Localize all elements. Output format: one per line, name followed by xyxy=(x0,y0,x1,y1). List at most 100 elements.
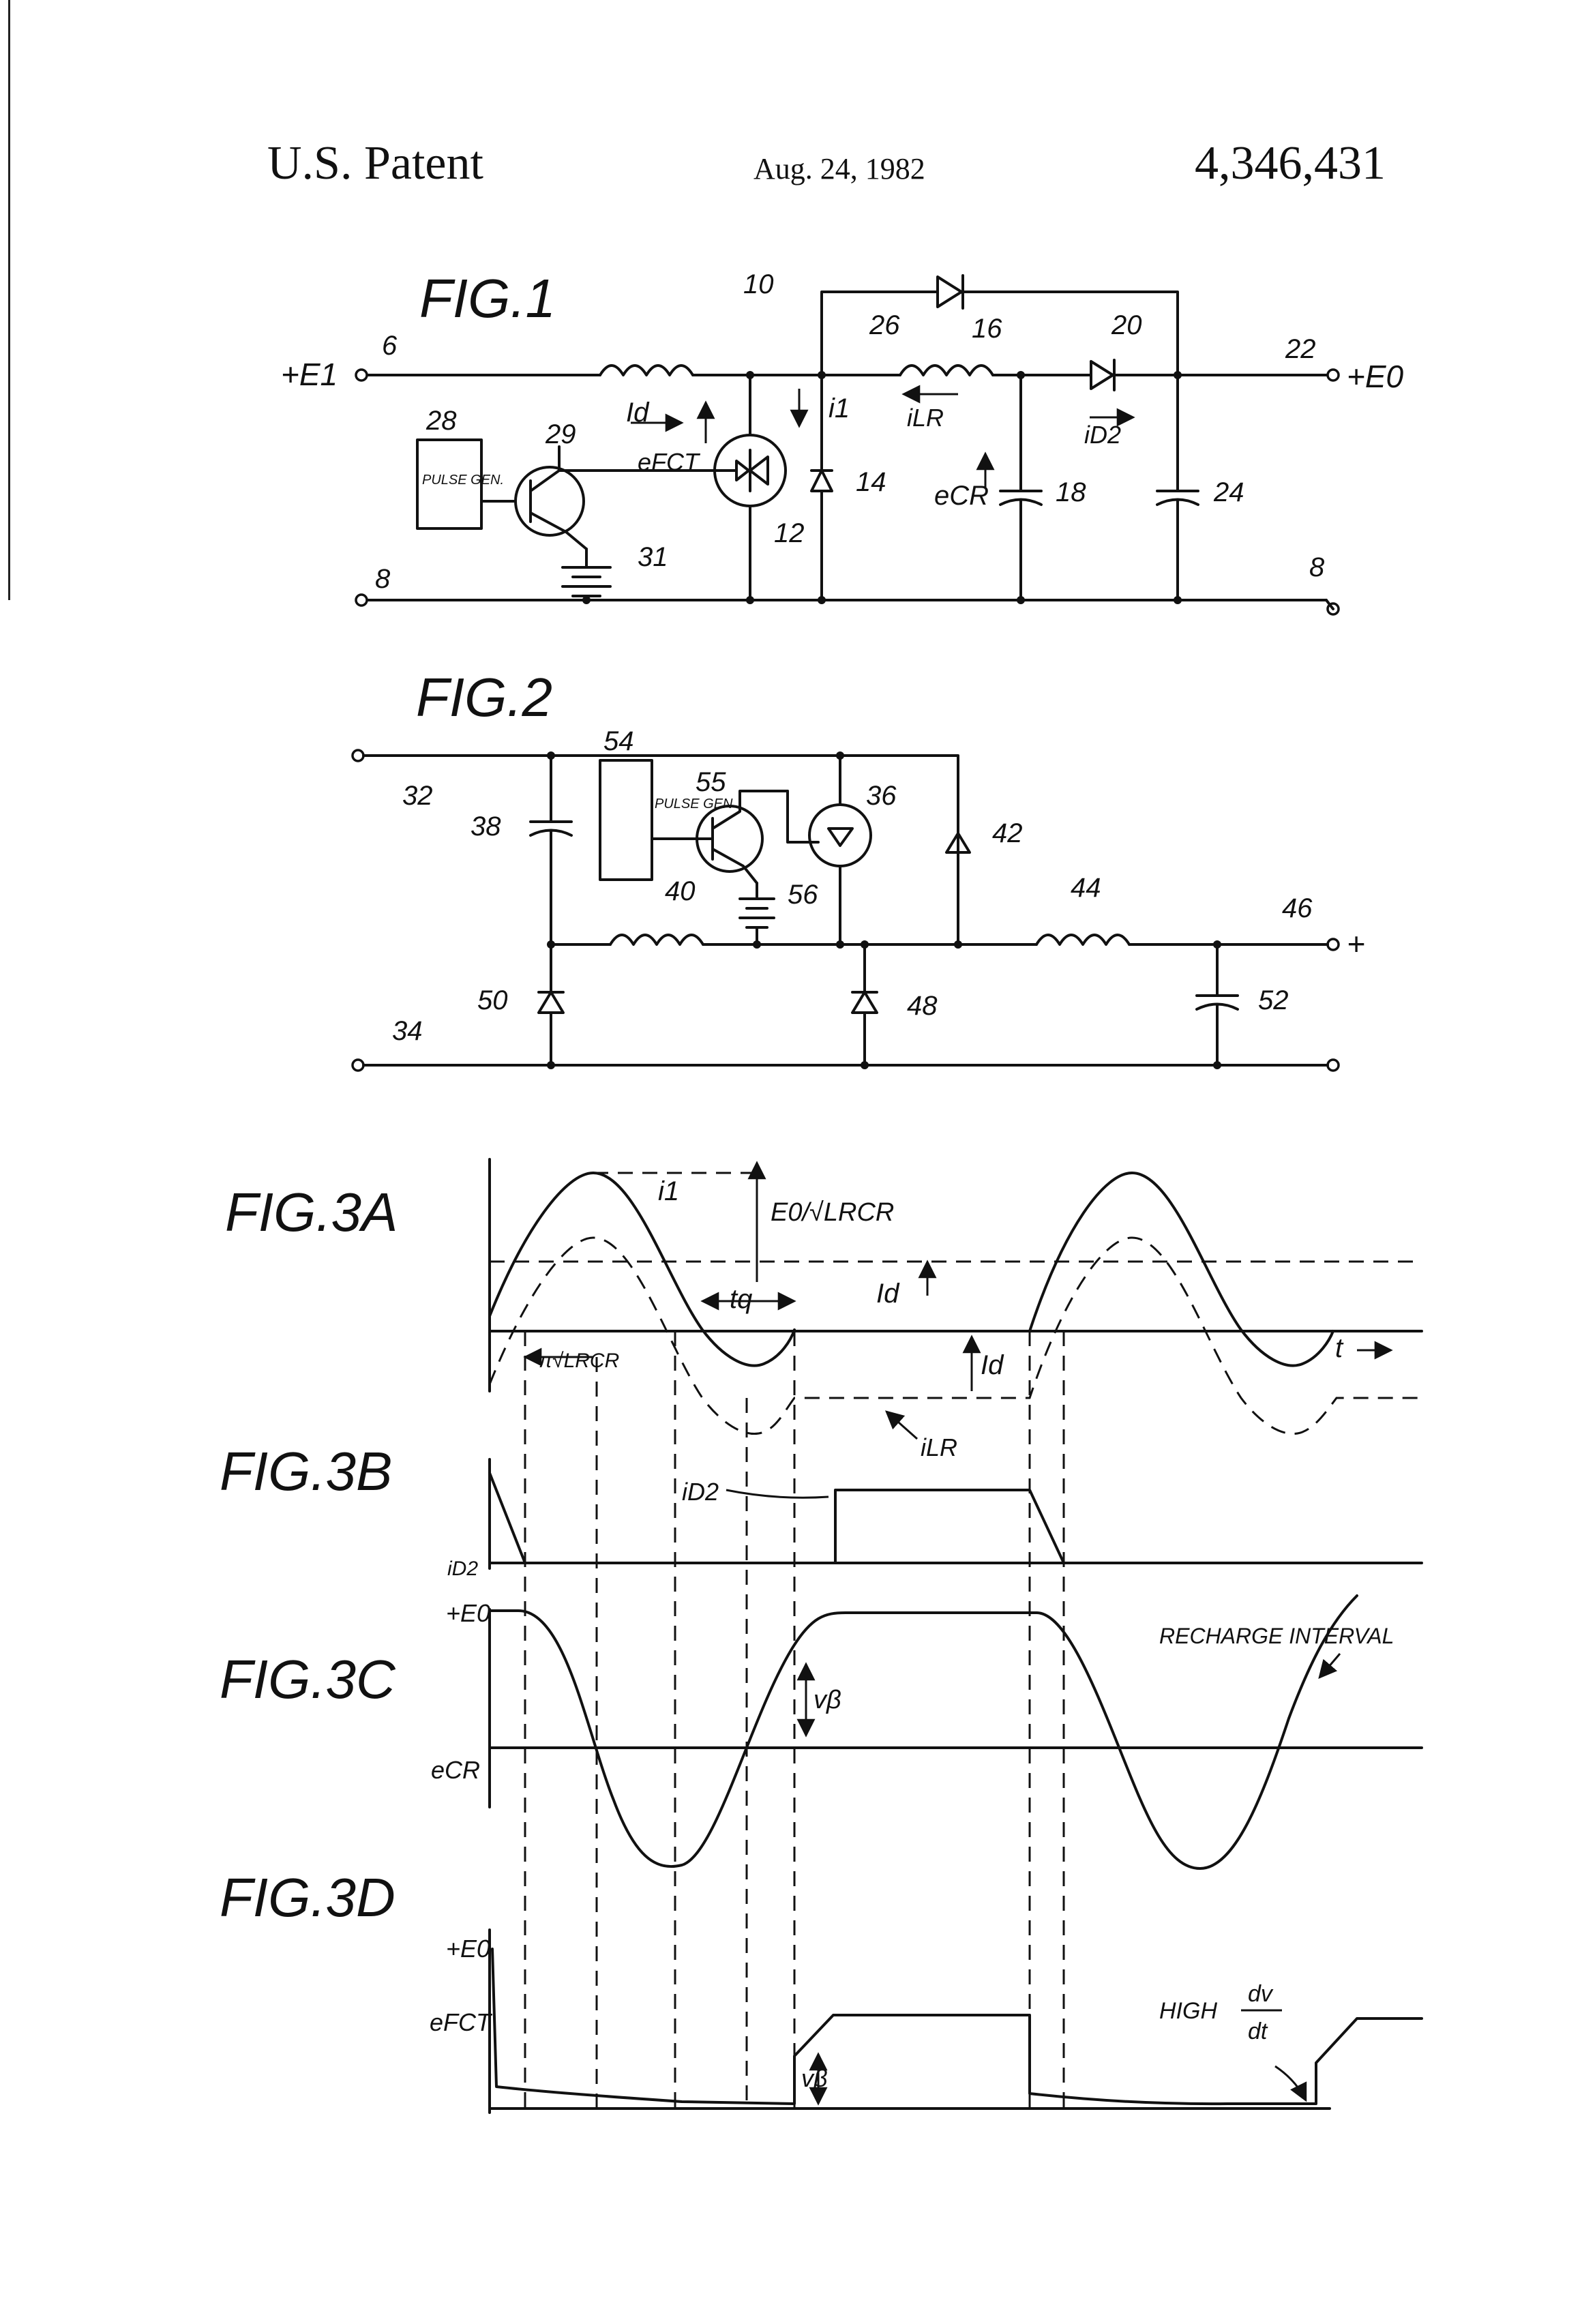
fig3c-title: FIG.3C xyxy=(220,1649,396,1710)
fig3d-dt-label: dt xyxy=(1248,2018,1268,2044)
ref-10: 10 xyxy=(743,269,774,299)
fig3d-efct-label: eFCT xyxy=(430,2008,493,2036)
ref-8b: 8 xyxy=(1309,552,1325,582)
fig3b: FIG.3B iD2 iD2 xyxy=(220,1441,1422,1580)
timing-guides xyxy=(525,1331,1064,2109)
fig3c-recharge-label: RECHARGE INTERVAL xyxy=(1159,1624,1394,1648)
fig3a-iLR-curve xyxy=(490,1238,1422,1434)
terminal-22 xyxy=(1328,370,1339,381)
diode-42 xyxy=(946,833,970,944)
ref-46: 46 xyxy=(1282,893,1313,923)
fig3a-iLR-label: iLR xyxy=(921,1433,957,1461)
ref-14: 14 xyxy=(856,467,886,497)
fig3d-e0-label: +E0 xyxy=(446,1935,490,1963)
fig3d-eFCT-waveform xyxy=(492,1949,1422,2104)
terminal-34 xyxy=(353,1060,363,1071)
fig3d: FIG.3D +E0 eFCT vβ HIGH dv dt xyxy=(220,1867,1422,2113)
fig3d-dv-label: dv xyxy=(1248,1981,1274,2007)
fig3a-Id-label: Id xyxy=(876,1279,900,1309)
inductor-40 xyxy=(610,935,703,944)
fig3a-t-label: t xyxy=(1335,1333,1344,1363)
fig3b-title: FIG.3B xyxy=(220,1441,392,1502)
label-efct: eFCT xyxy=(638,448,701,476)
ref-22: 22 xyxy=(1285,334,1316,364)
inductor-10 xyxy=(600,366,693,375)
fig3a-i1-label: i1 xyxy=(658,1176,679,1206)
fig3b-axis-label: iD2 xyxy=(447,1558,478,1580)
ref-50: 50 xyxy=(477,985,508,1015)
fig3c-vb-label: vβ xyxy=(814,1686,841,1714)
capacitor-52 xyxy=(1197,944,1238,1065)
pulse-gen-2-label: PULSE GEN xyxy=(655,796,733,811)
fig3c-ecr-label: eCR xyxy=(431,1756,480,1784)
terminal-8-left xyxy=(356,595,367,606)
fig3a-i1-curve-1 xyxy=(490,1173,794,1366)
label-Id: Id xyxy=(626,398,650,428)
ref-52: 52 xyxy=(1258,985,1289,1015)
battery-56 xyxy=(740,883,774,944)
fig3a-Id-label-2: Id xyxy=(981,1350,1004,1380)
fig3a: FIG.3A i1 E0/√LRCR tq Id Id t π√LRCR iLR xyxy=(225,1159,1422,1461)
fig3b-iD2-waveform xyxy=(490,1473,1064,1563)
fig3c-e0-label: +E0 xyxy=(446,1599,490,1627)
ref-18: 18 xyxy=(1056,477,1086,507)
ref-44: 44 xyxy=(1071,873,1101,903)
label-ilr: iLR xyxy=(907,404,944,432)
capacitor-24 xyxy=(1157,375,1198,600)
ref-48: 48 xyxy=(907,991,938,1021)
fig3c: FIG.3C +E0 eCR vβ RECHARGE INTERVAL xyxy=(220,1596,1422,1868)
ref-16: 16 xyxy=(972,314,1002,344)
fig3a-peak-label: E0/√LRCR xyxy=(771,1198,894,1227)
ref-38: 38 xyxy=(471,811,501,841)
ref-29: 29 xyxy=(545,419,576,449)
inductor-44 xyxy=(1036,935,1129,944)
capacitor-18 xyxy=(1000,375,1041,600)
fig3b-iD2-label: iD2 xyxy=(682,1478,719,1506)
ref-26: 26 xyxy=(869,310,900,340)
ref-40: 40 xyxy=(665,876,696,906)
ref-20: 20 xyxy=(1111,310,1142,340)
ref-28: 28 xyxy=(426,406,457,436)
ref-24: 24 xyxy=(1213,477,1244,507)
capacitor-38 xyxy=(531,756,571,944)
fig1: FIG.1 PULSE GEN. xyxy=(281,268,1404,614)
ref-36: 36 xyxy=(866,781,897,811)
thyristor-36 xyxy=(809,805,871,866)
ref-56: 56 xyxy=(788,880,818,910)
ref-54: 54 xyxy=(603,726,634,756)
fig3d-high-label: HIGH xyxy=(1159,1998,1217,2024)
fig2-title: FIG.2 xyxy=(416,667,552,728)
terminal-6 xyxy=(356,370,367,381)
fig3d-title: FIG.3D xyxy=(220,1867,395,1928)
fig3a-i1-curve-2 xyxy=(1030,1173,1333,1366)
fig2-plus: + xyxy=(1347,926,1365,962)
ref-6: 6 xyxy=(382,331,398,361)
ref-34: 34 xyxy=(392,1016,423,1046)
fig2: FIG.2 PULSE GEN xyxy=(353,667,1365,1071)
label-id2: iD2 xyxy=(1084,421,1121,449)
terminal-right-bottom xyxy=(1328,1060,1339,1071)
battery-31 xyxy=(563,549,610,600)
diode-50 xyxy=(539,944,563,1065)
terminal-46 xyxy=(1328,939,1339,950)
pulse-gen-label: PULSE GEN. xyxy=(422,473,504,488)
ref-32: 32 xyxy=(402,781,433,811)
fig3d-vb-label: vβ xyxy=(801,2064,828,2092)
fig1-e1: +E1 xyxy=(281,357,338,392)
fig1-e0: +E0 xyxy=(1347,359,1404,394)
diode-20 xyxy=(1091,360,1114,390)
fig1-title: FIG.1 xyxy=(419,268,556,329)
fig3a-tq-label: tq xyxy=(730,1284,752,1314)
ref-31: 31 xyxy=(638,542,668,572)
ref-12: 12 xyxy=(774,518,805,548)
ref-55: 55 xyxy=(696,767,726,797)
inductor-16 xyxy=(900,366,993,375)
fig3a-period-label: π√LRCR xyxy=(539,1350,619,1372)
ref-42: 42 xyxy=(992,818,1023,848)
diode-26 xyxy=(938,275,963,308)
ref-8a: 8 xyxy=(375,564,391,594)
terminal-32 xyxy=(353,750,363,761)
diode-48 xyxy=(852,944,877,1065)
label-ecr: eCR xyxy=(934,481,989,511)
